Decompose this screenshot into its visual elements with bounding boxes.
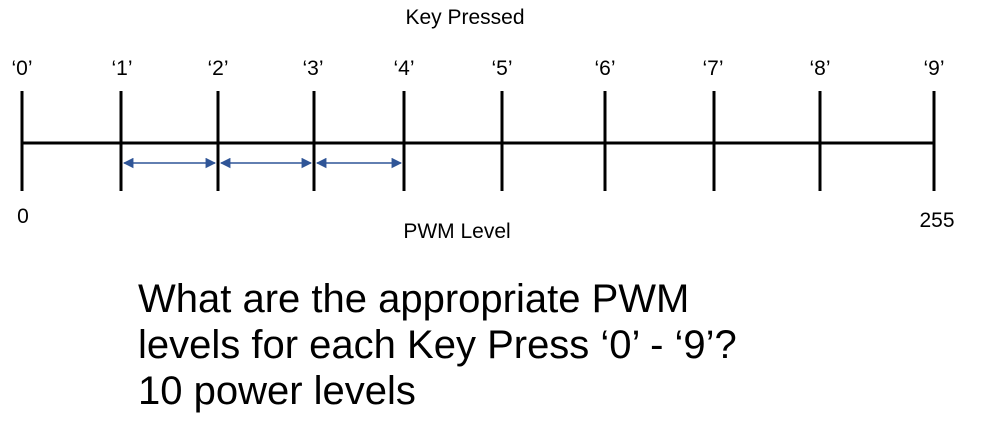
key-label-2: ‘2’ <box>207 57 229 80</box>
key-label-7: ‘7’ <box>702 57 724 80</box>
pwm-min-label: 0 <box>17 205 29 228</box>
key-label-5: ‘5’ <box>491 57 513 80</box>
key-label-8: ‘8’ <box>809 57 831 80</box>
key-label-1: ‘1’ <box>111 57 133 80</box>
key-label-4: ‘4’ <box>393 57 415 80</box>
key-pressed-label: Key Pressed <box>405 6 525 29</box>
key-label-6: ‘6’ <box>594 57 616 80</box>
pwm-level-label: PWM Level <box>403 220 511 243</box>
pwm-max-label: 255 <box>919 209 955 232</box>
question-text: What are the appropriate PWM levels for … <box>138 276 737 414</box>
question-line-2: levels for each Key Press ‘0’ - ‘9’? <box>138 323 737 367</box>
question-line-3: 10 power levels <box>138 369 416 413</box>
key-label-3: ‘3’ <box>302 57 324 80</box>
key-label-0: ‘0’ <box>11 57 33 80</box>
key-label-9: ‘9’ <box>923 57 945 80</box>
question-line-1: What are the appropriate PWM <box>138 277 690 321</box>
